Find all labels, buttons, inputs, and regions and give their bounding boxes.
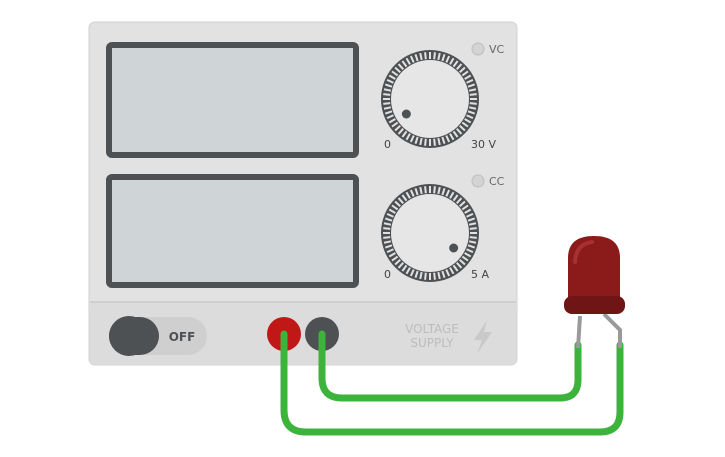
power-switch[interactable]: OFF: [109, 316, 207, 356]
knob-indicator-dot: [449, 243, 459, 253]
wires: [280, 330, 624, 436]
brand-label-line1: VOLTAGE: [405, 322, 459, 336]
knob-indicator-dot: [401, 109, 411, 119]
power-switch-label: OFF: [169, 330, 196, 344]
led-body: [568, 236, 620, 300]
current-display: [106, 174, 359, 288]
led-highlight: [573, 240, 594, 264]
vc-indicator-label: VC: [489, 43, 505, 56]
current-knob[interactable]: [381, 184, 479, 282]
wire-negative[interactable]: [318, 330, 582, 402]
voltage-knob-min-label: 0: [384, 138, 391, 151]
voltage-display: [106, 42, 359, 158]
lightning-icon: [474, 320, 492, 354]
led-component[interactable]: [564, 236, 625, 349]
brand-label-line2: SUPPLY: [410, 336, 454, 350]
current-knob-min-label: 0: [384, 268, 391, 281]
led-base: [564, 296, 625, 314]
led-cathode-lead: [576, 315, 582, 349]
current-knob-max-label: 5 A: [471, 268, 489, 281]
vc-indicator-light: [471, 42, 485, 56]
voltage-knob[interactable]: [381, 50, 479, 148]
wire-positive[interactable]: [280, 330, 624, 436]
led-anode-lead: [602, 312, 622, 348]
cc-indicator-label: CC: [489, 175, 505, 188]
voltage-knob-max-label: 30 V: [471, 138, 496, 151]
cc-indicator-light: [471, 174, 485, 188]
